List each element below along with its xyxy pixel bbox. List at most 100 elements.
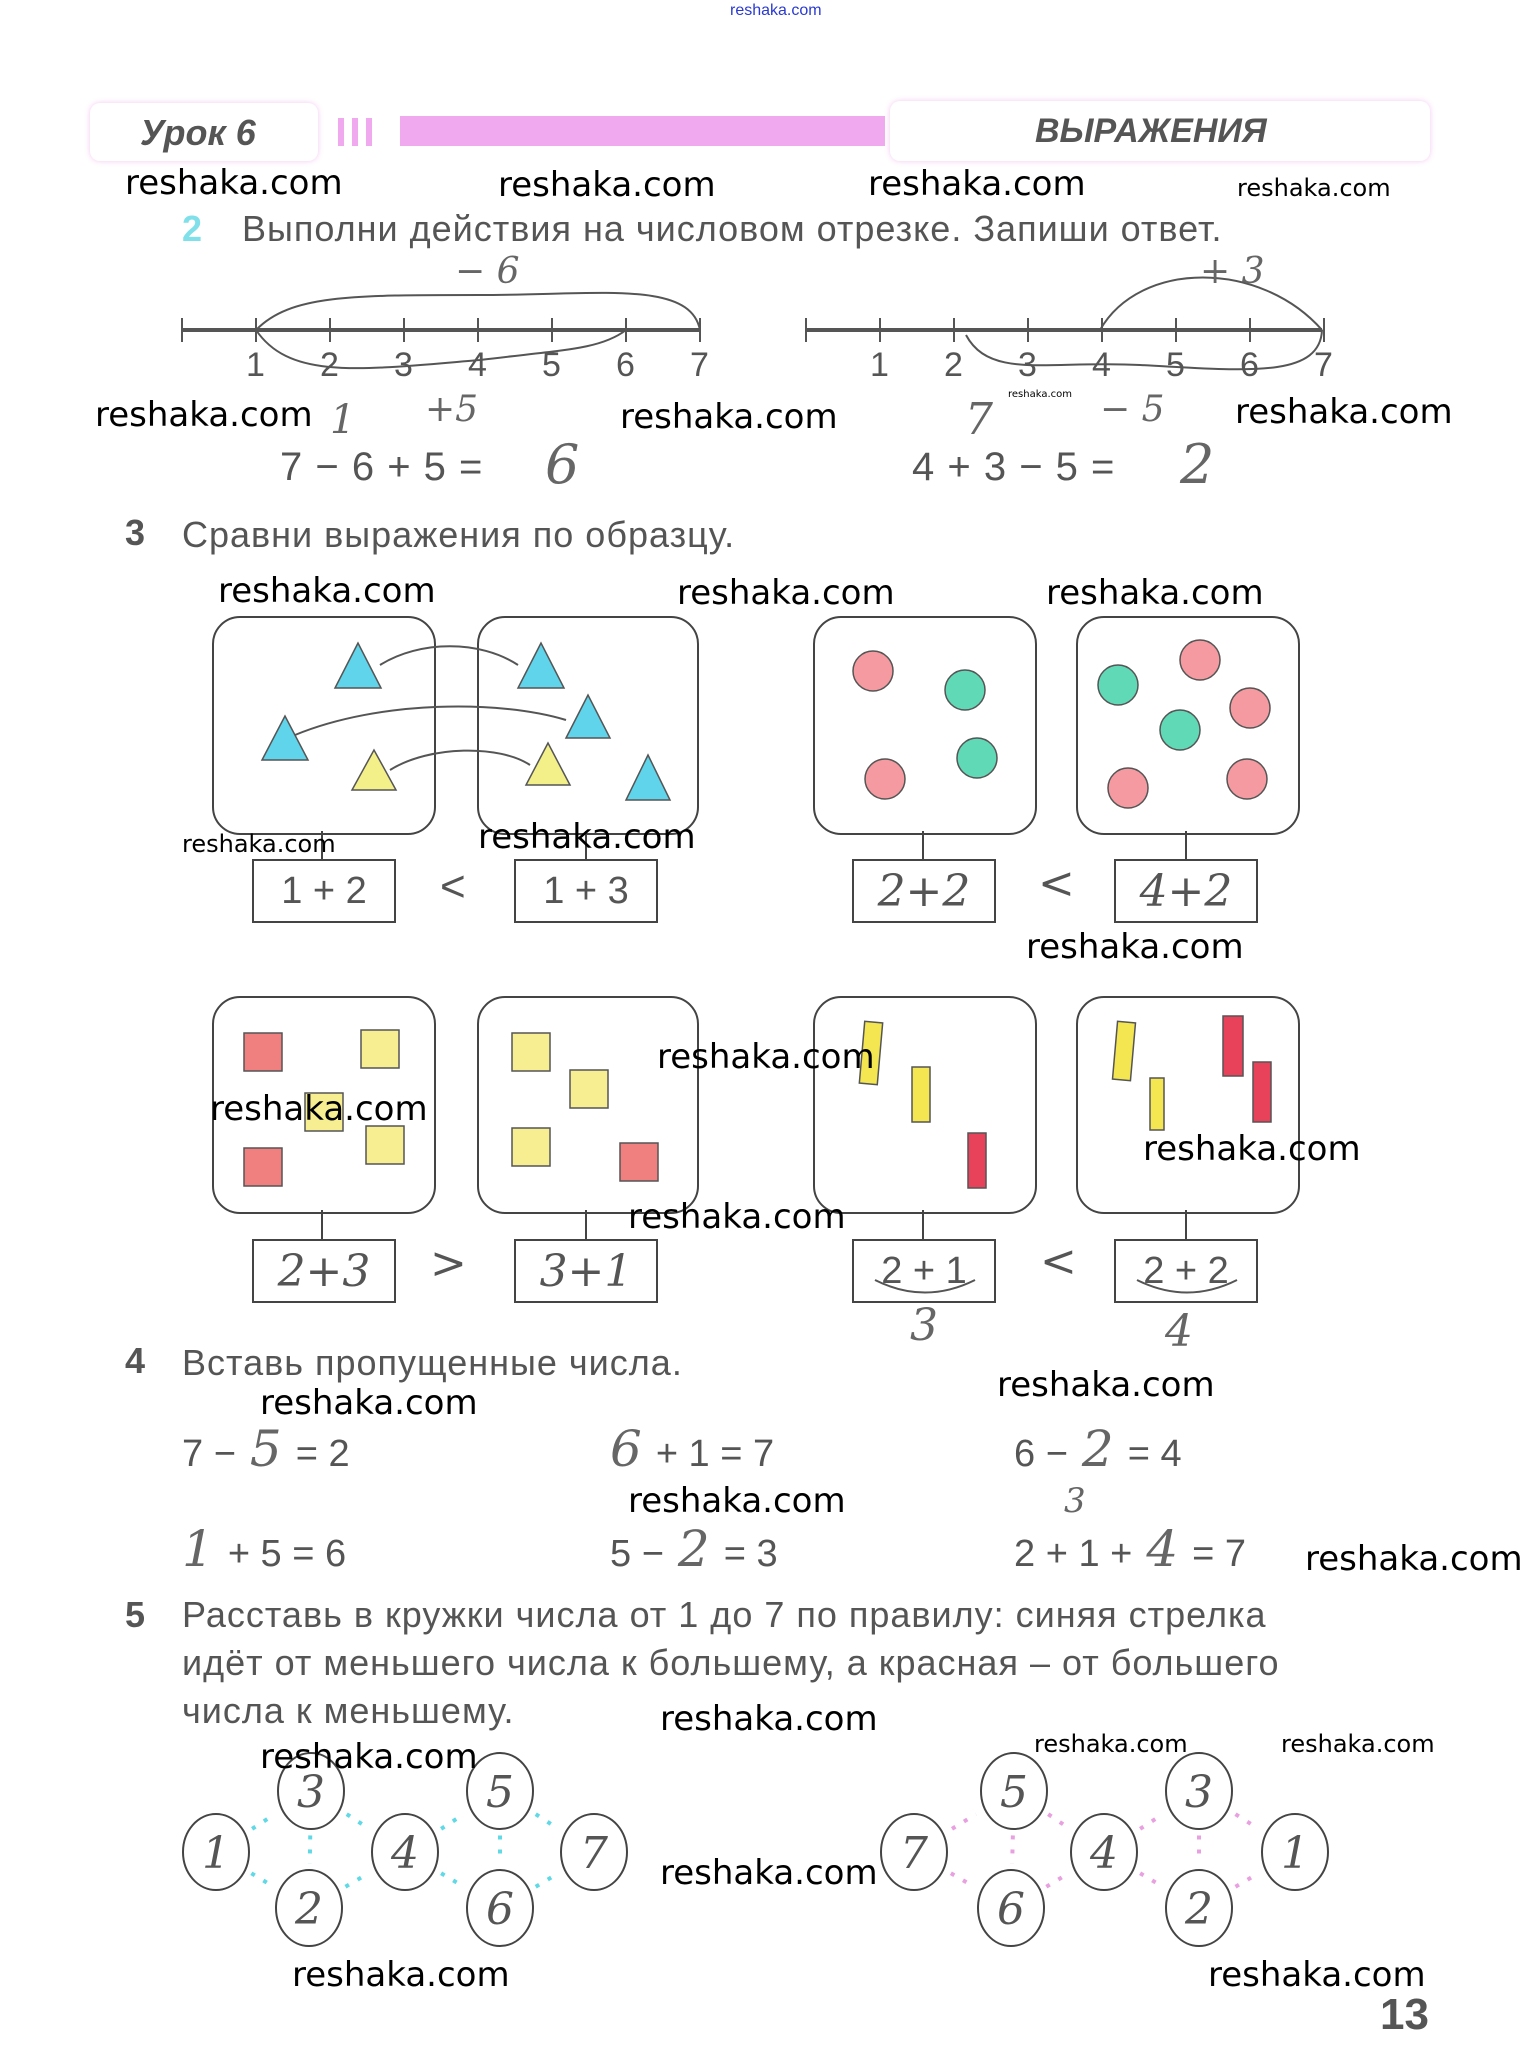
- watermark: reshaka.com: [1026, 927, 1244, 967]
- number-circle[interactable]: [1070, 1813, 1138, 1891]
- arrow: [1139, 1871, 1164, 1889]
- left-answer[interactable]: 6: [545, 433, 580, 496]
- tick-label: 2: [944, 346, 963, 384]
- expr-box-3-left[interactable]: 2+3: [252, 1239, 396, 1303]
- tick-label: 1: [870, 346, 889, 384]
- square-yellow: [511, 1127, 551, 1167]
- compare-sign-4[interactable]: <: [1040, 1236, 1077, 1287]
- sum-brackets: [874, 1279, 1238, 1294]
- watermark: reshaka.com: [1235, 392, 1453, 432]
- tick-label: 5: [542, 346, 561, 384]
- circle-green: [1159, 709, 1201, 751]
- equation: 6+ 1 = 7: [610, 1422, 774, 1477]
- watermark: reshaka.com: [677, 573, 895, 613]
- answer[interactable]: 5: [249, 1420, 282, 1478]
- equation-part: = 7: [1192, 1533, 1247, 1575]
- equation-part: = 2: [295, 1433, 350, 1475]
- watermark: reshaka.com: [292, 1955, 510, 1995]
- number-circle[interactable]: [182, 1813, 250, 1891]
- answer[interactable]: 1: [182, 1520, 214, 1578]
- answer[interactable]: 6: [610, 1420, 642, 1478]
- bar-red: [1222, 1015, 1244, 1077]
- arc-plus5: [255, 329, 627, 370]
- square-yellow: [304, 1092, 344, 1132]
- circle-red: [1107, 767, 1149, 809]
- expr-box-3-right[interactable]: 3+1: [514, 1239, 658, 1303]
- watermark: reshaka.com: [478, 817, 696, 857]
- bar-yellow: [858, 1020, 884, 1086]
- page-number: 13: [1380, 1990, 1429, 2039]
- number-circle[interactable]: [466, 1869, 534, 1947]
- number-circle[interactable]: [466, 1752, 534, 1830]
- task5-line-1: Расставь в кружки числа от 1 до 7 по пра…: [182, 1594, 1267, 1635]
- answer[interactable]: 4: [1146, 1520, 1179, 1578]
- circle-number: 4: [1089, 1828, 1118, 1879]
- tick-label: 6: [1240, 346, 1259, 384]
- tick-label: 2: [320, 346, 339, 384]
- number-circle[interactable]: [1165, 1752, 1233, 1830]
- number-circle[interactable]: [277, 1752, 345, 1830]
- number-circle[interactable]: [880, 1813, 948, 1891]
- circle-green: [944, 669, 986, 711]
- equation-part: = 4: [1127, 1433, 1182, 1475]
- lesson-box: [90, 103, 318, 161]
- square-yellow: [365, 1125, 405, 1165]
- square-yellow: [569, 1069, 609, 1109]
- expr-box-2-right[interactable]: 4+2: [1114, 859, 1258, 923]
- arrow: [1234, 1871, 1260, 1889]
- right-note: 7: [965, 394, 993, 445]
- arrow: [1045, 1871, 1070, 1889]
- number-circle[interactable]: [980, 1752, 1048, 1830]
- number-circle[interactable]: [371, 1813, 439, 1891]
- sum-right: 4: [1165, 1306, 1193, 1357]
- circle-number: 1: [202, 1828, 230, 1879]
- number-circle[interactable]: [1165, 1869, 1233, 1947]
- number-circle[interactable]: [1261, 1813, 1329, 1891]
- task2-text: Выполни действия на числовом отрезке. За…: [242, 208, 1223, 249]
- right-expression: 4 + 3 − 5 =: [912, 445, 1116, 489]
- watermark: reshaka.com: [95, 395, 313, 435]
- circle-number: 6: [486, 1884, 514, 1935]
- compare-sign-1: <: [440, 862, 466, 911]
- picture-circles-b: [1076, 616, 1300, 835]
- circle-red: [852, 650, 894, 692]
- expr-box-2-left[interactable]: 2+2: [852, 859, 996, 923]
- arrow: [1010, 1835, 1015, 1864]
- task2-number: 2: [182, 208, 203, 249]
- compare-sign-2[interactable]: <: [1038, 858, 1075, 909]
- watermark: reshaka.com: [1305, 1539, 1523, 1579]
- answer[interactable]: 2: [677, 1520, 710, 1578]
- triangle-blue: [564, 693, 612, 739]
- matching-lines: [294, 645, 567, 771]
- equation: 5 −2= 3: [610, 1522, 778, 1577]
- watermark: reshaka.com: [660, 1853, 878, 1893]
- number-circle[interactable]: [977, 1869, 1045, 1947]
- arrow: [345, 1812, 371, 1831]
- compare-sign-3[interactable]: >: [430, 1238, 467, 1289]
- bar-yellow: [911, 1066, 931, 1123]
- tick-label: 5: [1166, 346, 1185, 384]
- circle-number: 7: [580, 1828, 608, 1879]
- arc-label-plus5: +5: [425, 389, 479, 430]
- answer[interactable]: 2: [1081, 1420, 1114, 1478]
- watermark: reshaka.com: [1143, 1129, 1361, 1169]
- number-circle[interactable]: [560, 1813, 628, 1891]
- task3-text: Сравни выражения по образцу.: [182, 514, 736, 555]
- watermark: reshaka.com: [1281, 1730, 1435, 1758]
- triangle-blue: [624, 753, 672, 801]
- triangle-blue: [260, 714, 310, 761]
- arrow: [440, 1871, 465, 1889]
- circle-red: [1179, 639, 1221, 681]
- equation-part: 6 −: [1014, 1433, 1068, 1475]
- right-answer[interactable]: 2: [1180, 433, 1215, 496]
- circle-number: 2: [1184, 1884, 1213, 1935]
- arc-plus3: [1099, 276, 1323, 331]
- number-circle[interactable]: [275, 1869, 343, 1947]
- left-expression: 7 − 6 + 5 =: [280, 445, 484, 489]
- arc-minus6: [255, 291, 701, 331]
- watermark: reshaka.com: [1237, 174, 1391, 202]
- connector-lines: [321, 831, 1187, 1239]
- circle-number: 1: [1281, 1828, 1309, 1879]
- square-red: [619, 1142, 659, 1182]
